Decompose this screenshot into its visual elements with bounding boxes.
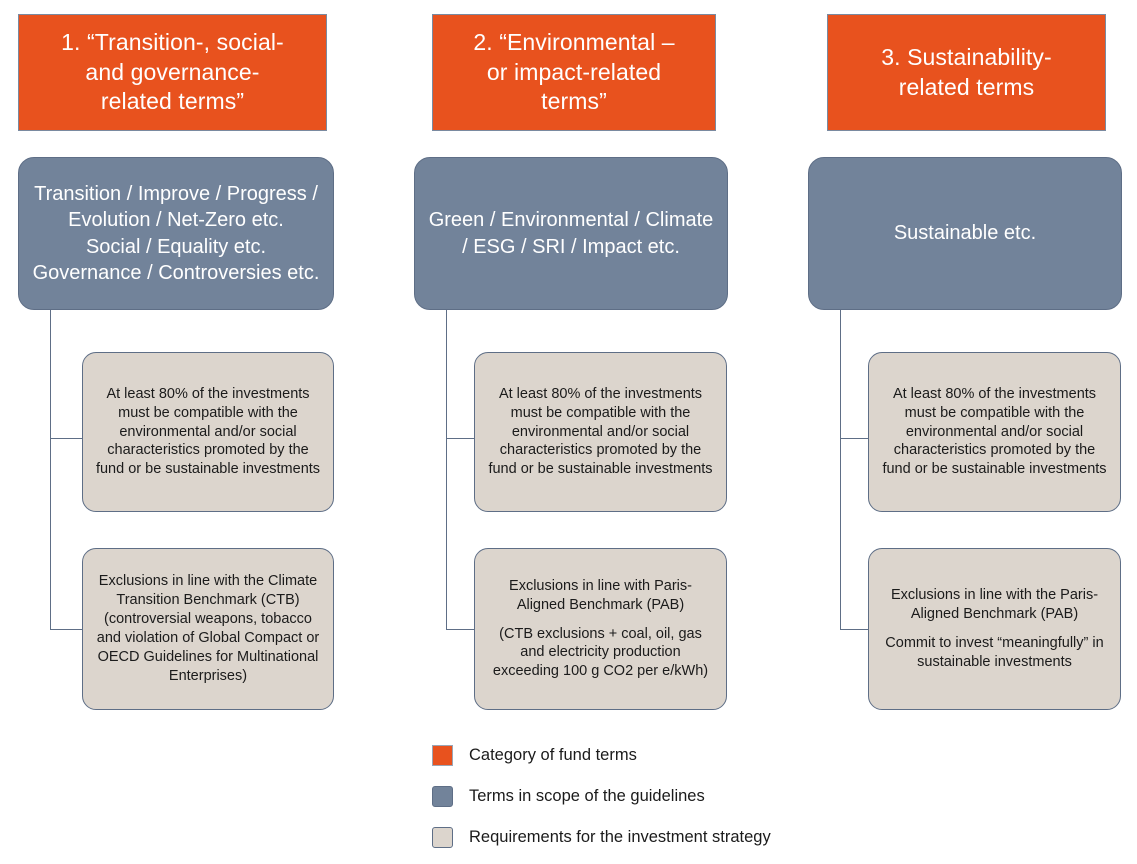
legend-item-category: Category of fund terms bbox=[432, 745, 771, 766]
requirement-paragraph: Commit to invest “meaningfully” in susta… bbox=[885, 635, 1104, 670]
requirement-paragraph: Exclusions in line with the Paris-Aligne… bbox=[890, 587, 1099, 623]
legend: Category of fund terms Terms in scope of… bbox=[432, 745, 771, 848]
requirement-box-2a: At least 80% of the investments must be … bbox=[474, 352, 727, 512]
legend-swatch-icon bbox=[432, 786, 453, 807]
category-box-1: 1. “Transition-, social- and governance-… bbox=[18, 14, 327, 131]
legend-label: Requirements for the investment strategy bbox=[469, 828, 771, 847]
requirement-box-3a: At least 80% of the investments must be … bbox=[868, 352, 1121, 512]
connector-branch-2b bbox=[446, 629, 475, 630]
legend-item-requirements: Requirements for the investment strategy bbox=[432, 827, 771, 848]
requirement-paragraph: Exclusions in line with the Climate Tran… bbox=[96, 573, 320, 684]
legend-label: Category of fund terms bbox=[469, 746, 637, 765]
requirement-paragraph: At least 80% of the investments must be … bbox=[882, 385, 1107, 478]
requirement-box-2b: Exclusions in line with Paris-Aligned Be… bbox=[474, 548, 727, 710]
connector-vertical-3 bbox=[840, 310, 841, 630]
requirement-box-1a: At least 80% of the investments must be … bbox=[82, 352, 334, 512]
requirement-paragraph: At least 80% of the investments must be … bbox=[95, 385, 321, 478]
requirement-paragraph: (CTB exclusions + coal, oil, gas and ele… bbox=[492, 625, 709, 680]
scope-box-3: Sustainable etc. bbox=[808, 157, 1122, 310]
connector-branch-2a bbox=[446, 438, 475, 439]
legend-swatch-icon bbox=[432, 827, 453, 848]
connector-branch-1a bbox=[50, 438, 83, 439]
scope-box-1: Transition / Improve / Progress / Evolut… bbox=[18, 157, 334, 310]
category-box-3: 3. Sustainability- related terms bbox=[827, 14, 1106, 131]
legend-label: Terms in scope of the guidelines bbox=[469, 787, 705, 806]
connector-branch-3b bbox=[840, 629, 869, 630]
legend-swatch-icon bbox=[432, 745, 453, 766]
requirement-box-3b: Exclusions in line with the Paris-Aligne… bbox=[868, 548, 1121, 710]
connector-vertical-2 bbox=[446, 310, 447, 630]
connector-branch-3a bbox=[840, 438, 869, 439]
requirement-box-1b: Exclusions in line with the Climate Tran… bbox=[82, 548, 334, 710]
requirement-paragraph: At least 80% of the investments must be … bbox=[488, 385, 713, 478]
scope-box-2: Green / Environmental / Climate / ESG / … bbox=[414, 157, 728, 310]
connector-branch-1b bbox=[50, 629, 83, 630]
legend-item-scope: Terms in scope of the guidelines bbox=[432, 786, 771, 807]
category-box-2: 2. “Environmental – or impact-related te… bbox=[432, 14, 716, 131]
requirement-paragraph: Exclusions in line with Paris-Aligned Be… bbox=[509, 577, 692, 613]
connector-vertical-1 bbox=[50, 310, 51, 630]
